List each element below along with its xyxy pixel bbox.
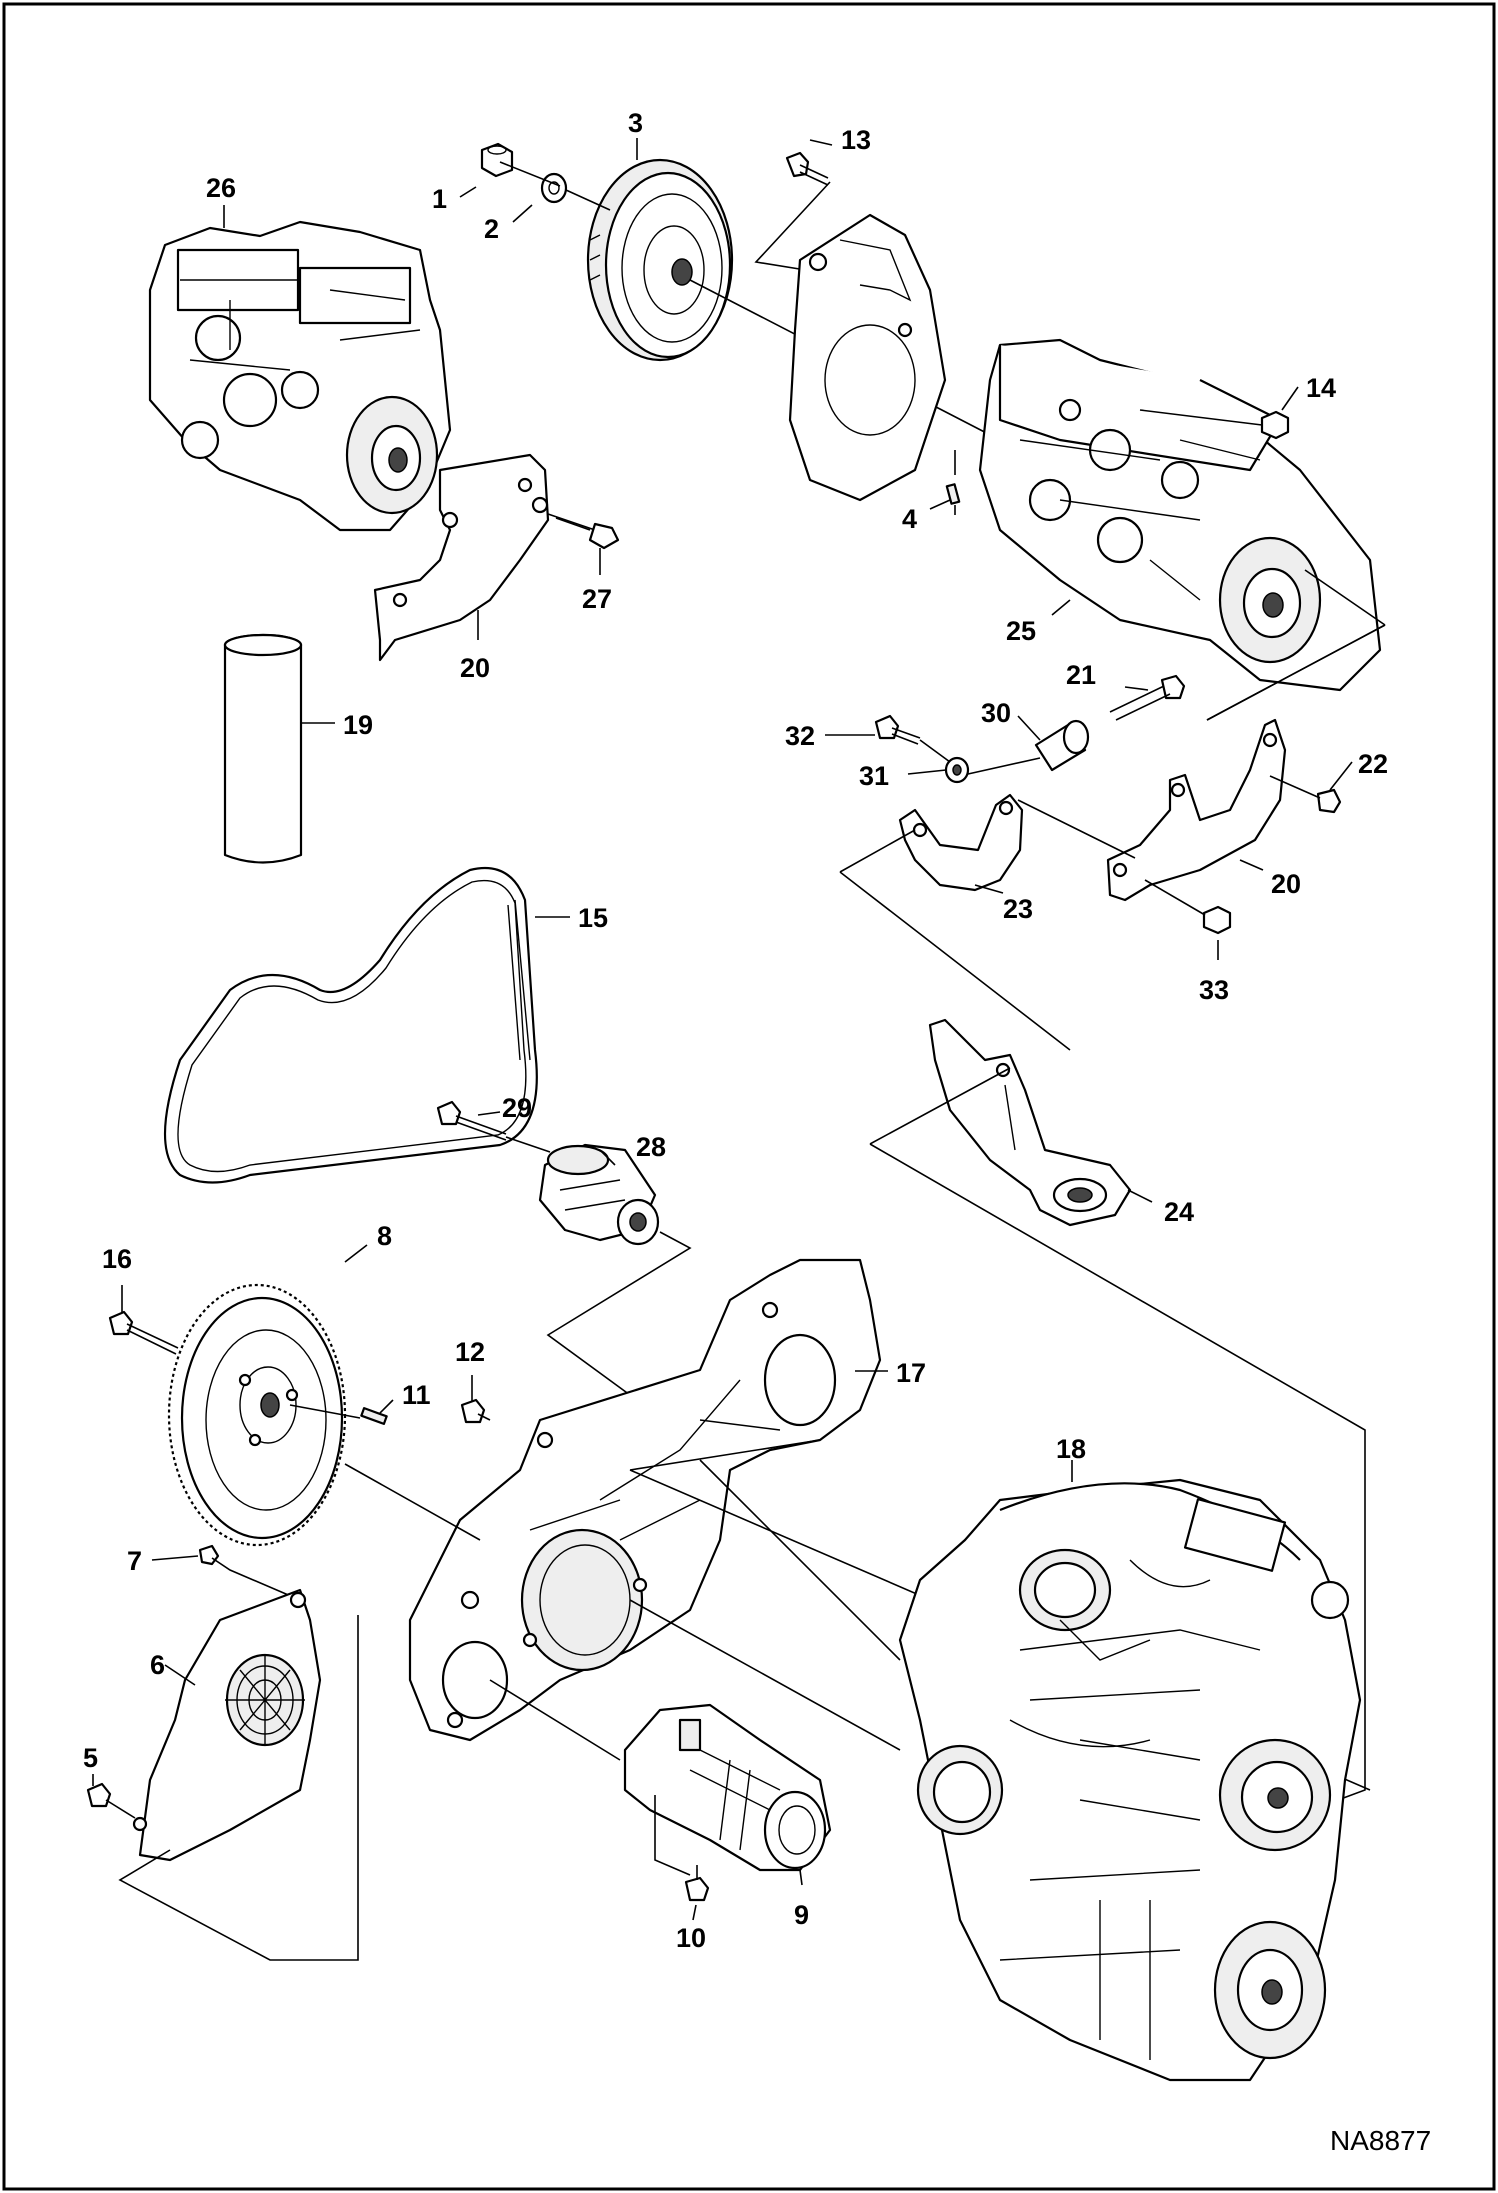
callout-30: 30 xyxy=(981,698,1011,728)
part-7-screw xyxy=(198,1544,301,1601)
part-32-bolt xyxy=(874,714,921,745)
leader-17-18 xyxy=(629,1459,901,1751)
callout-1: 1 xyxy=(432,184,447,214)
callout-21: 21 xyxy=(1066,660,1096,690)
part-14-nut xyxy=(1139,409,1290,440)
callout-32: 32 xyxy=(785,721,815,751)
callout-13: 13 xyxy=(841,125,871,155)
part-pump-mount-plate xyxy=(788,213,947,502)
part-6-cover xyxy=(132,1588,322,1862)
part-26-hydrostatic-pump xyxy=(148,220,452,532)
callout-25: 25 xyxy=(1006,616,1036,646)
part-10-bolt xyxy=(684,1865,710,1902)
callout-19: 19 xyxy=(343,710,373,740)
part-5-bolt xyxy=(86,1782,136,1819)
part-8-flywheel xyxy=(167,1283,347,1547)
part-15-drive-belt xyxy=(163,866,538,1184)
leader-23-20-frame xyxy=(839,624,1386,1051)
part-16-bolt xyxy=(108,1310,179,1355)
callout-11: 11 xyxy=(402,1380,431,1410)
callout-2: 2 xyxy=(484,214,499,244)
part-23-bracket xyxy=(898,793,1024,892)
callout-26: 26 xyxy=(206,173,236,203)
callout-6: 6 xyxy=(150,1650,165,1680)
part-28-idler xyxy=(538,1143,660,1246)
callout-7: 7 xyxy=(127,1546,142,1576)
leader-13-bracket xyxy=(754,181,831,273)
callout-15: 15 xyxy=(578,903,608,933)
callout-24: 24 xyxy=(1164,1197,1194,1227)
part-22-bolt xyxy=(1269,775,1342,814)
part-4-key xyxy=(945,450,961,515)
part-17-flywheel-housing xyxy=(408,1258,882,1742)
part-2-washer xyxy=(540,172,568,204)
drawing-code: NA8877 xyxy=(1330,2125,1431,2156)
callout-10: 10 xyxy=(676,1923,706,1953)
callout-23: 23 xyxy=(1003,894,1033,924)
callout-8: 8 xyxy=(377,1221,392,1251)
part-3-pulley xyxy=(586,158,734,362)
callout-31: 31 xyxy=(859,761,889,791)
callout-28: 28 xyxy=(636,1132,666,1162)
part-12-bolt xyxy=(460,1398,491,1424)
leader-6-frame xyxy=(118,1615,359,1961)
part-18-engine xyxy=(898,1478,1362,2082)
callout-22: 22 xyxy=(1358,749,1388,779)
callout-18: 18 xyxy=(1056,1434,1086,1464)
callout-3: 3 xyxy=(628,108,643,138)
leader-24-frame xyxy=(869,1067,1366,1801)
callout-17: 17 xyxy=(896,1358,926,1388)
callout-27: 27 xyxy=(582,584,612,614)
part-9-starter xyxy=(623,1703,832,1872)
callout-leaders xyxy=(92,138,1353,1921)
leader-28-frame xyxy=(546,1231,692,1396)
part-24-engine-mount xyxy=(928,1018,1132,1227)
callout-29: 29 xyxy=(502,1093,532,1123)
part-11-dowel-pin xyxy=(289,1404,388,1425)
part-29-bolt xyxy=(436,1100,551,1153)
part-25-hydrostatic-pump xyxy=(978,338,1382,692)
callout-5: 5 xyxy=(83,1743,98,1773)
callout-labels: 1 2 3 4 5 6 7 8 9 10 11 12 13 14 15 16 1… xyxy=(83,108,1388,1953)
leader-9-17 xyxy=(489,1679,691,1876)
callout-16: 16 xyxy=(102,1244,132,1274)
part-21-bolt xyxy=(1109,674,1186,721)
part-20-pump-bracket-right xyxy=(1106,718,1287,902)
part-13-bolt xyxy=(785,151,829,186)
callout-9: 9 xyxy=(794,1900,809,1930)
callout-20a: 20 xyxy=(460,653,490,683)
part-30-spacer xyxy=(1034,719,1090,772)
callout-12: 12 xyxy=(455,1337,485,1367)
callout-33: 33 xyxy=(1199,975,1229,1005)
callout-4: 4 xyxy=(902,504,917,534)
part-27-bolt xyxy=(547,513,620,550)
callout-14: 14 xyxy=(1306,373,1336,403)
part-1-nut xyxy=(480,142,514,178)
part-20-pump-bracket-left xyxy=(373,453,550,662)
leader-spacer-axis xyxy=(919,739,1041,775)
callout-20b: 20 xyxy=(1271,869,1301,899)
part-19-filter xyxy=(223,633,303,864)
part-31-washer xyxy=(944,756,970,784)
part-33-nut xyxy=(1144,879,1232,935)
